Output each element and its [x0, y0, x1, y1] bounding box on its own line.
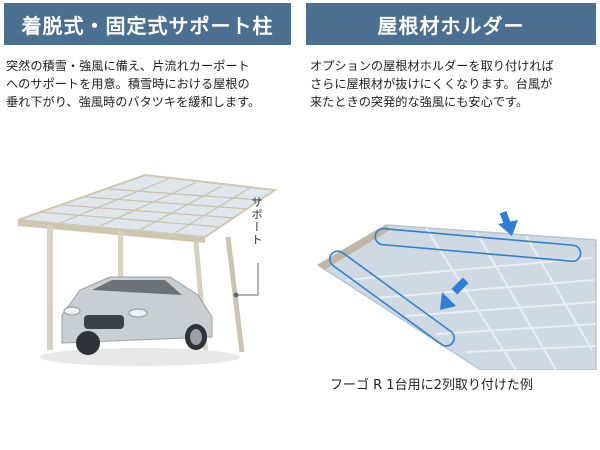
- roof-holder-description: オプションの屋根材ホルダーを取り付ければ さらに屋根材が抜けにくくなります。台風…: [310, 59, 554, 109]
- carport-post: [47, 225, 53, 350]
- support-pillar-heading: 着脱式・固定式サポート柱: [4, 3, 291, 45]
- arrow-down-left-icon: [440, 277, 469, 310]
- roof-holder-highlight: [328, 250, 455, 347]
- arrow-down-icon: [498, 211, 518, 236]
- roof-panel: [316, 224, 597, 370]
- ground-shadow: [40, 348, 240, 366]
- support-label: サポート: [250, 196, 264, 246]
- support-leader-line: [236, 263, 259, 296]
- support-marker: [233, 292, 239, 298]
- support-pillar-description: 突然の積雪・強風に備え、片流れカーポート へのサポートを用意。積雪時における屋根…: [6, 59, 261, 109]
- carport-beam: [18, 220, 205, 243]
- roof-frame: [318, 225, 390, 270]
- car-headlight: [63, 306, 81, 316]
- carport-illustration: [17, 173, 278, 366]
- roof-holder-highlight: [374, 227, 582, 263]
- roof-holder-heading-text: 屋根材ホルダー: [377, 13, 525, 38]
- roof-holder-illustration: [316, 211, 597, 370]
- car-grille: [84, 315, 124, 329]
- car-windshield: [92, 280, 182, 295]
- car-wheel-rim: [190, 329, 202, 345]
- car-wheel: [76, 331, 100, 355]
- car-headlight: [128, 308, 148, 318]
- carport-roof: [17, 173, 278, 239]
- roof-holder-heading: 屋根材ホルダー: [306, 3, 596, 45]
- roof-holder-caption: フーゴ R 1台用に2列取り付けた例: [330, 378, 533, 393]
- support-pillar-heading-text: 着脱式・固定式サポート柱: [21, 13, 274, 38]
